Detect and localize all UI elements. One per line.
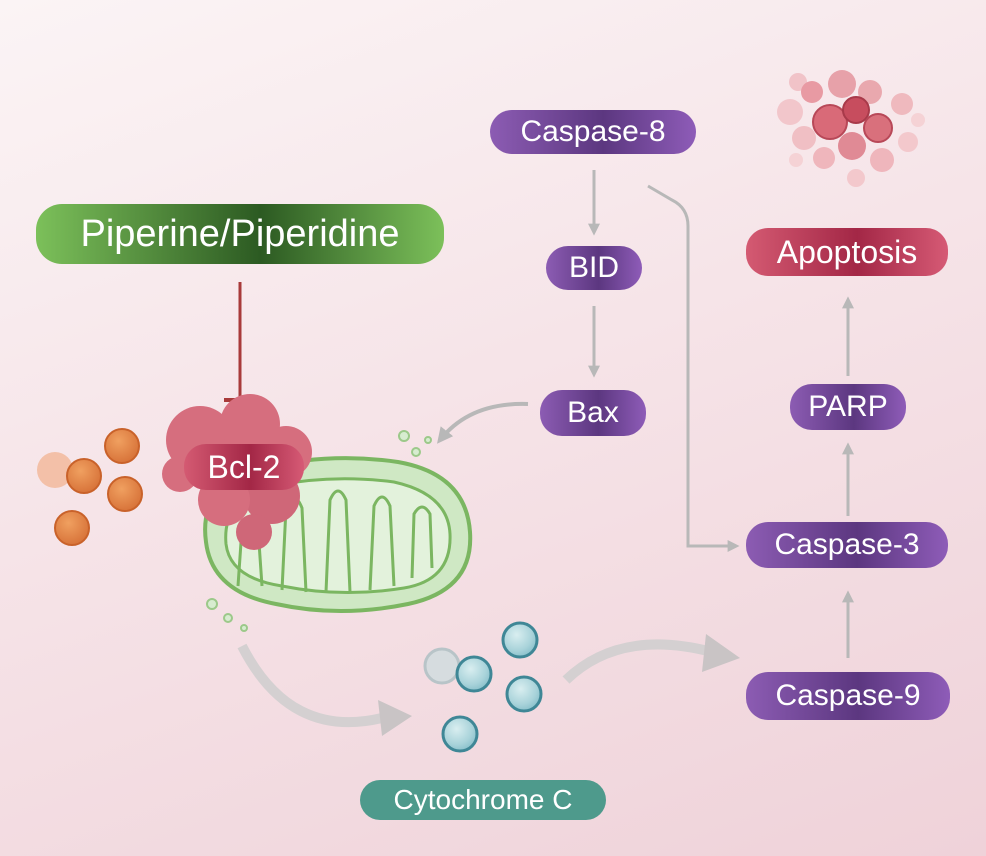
arrow-cytochrome-to-caspase9 — [562, 634, 740, 684]
apoptosis-node: Apoptosis — [746, 228, 948, 276]
bid-node: BID — [546, 246, 642, 290]
caspase8-node: Caspase-8 — [490, 110, 696, 154]
bcl2-node: Bcl-2 — [184, 444, 304, 490]
apoptotic-cell-icon — [777, 70, 925, 187]
arrow-caspase8-to-caspase3 — [647, 184, 740, 552]
bax-node: Bax — [540, 390, 646, 436]
inhibition-line — [224, 282, 256, 402]
cytochrome-c-node: Cytochrome C — [360, 780, 606, 820]
orange-particles-icon — [37, 428, 143, 546]
arrow-bax-to-mitochondrion — [437, 401, 529, 444]
arrow-mitochondrion-to-cytochrome — [237, 643, 412, 736]
parp-node: PARP — [790, 384, 906, 430]
caspase9-node: Caspase-9 — [746, 672, 950, 720]
cytochrome-c-molecules-icon — [423, 621, 543, 753]
caspase3-node: Caspase-3 — [746, 522, 948, 568]
piperine-piperidine-node: Piperine/Piperidine — [36, 204, 444, 264]
